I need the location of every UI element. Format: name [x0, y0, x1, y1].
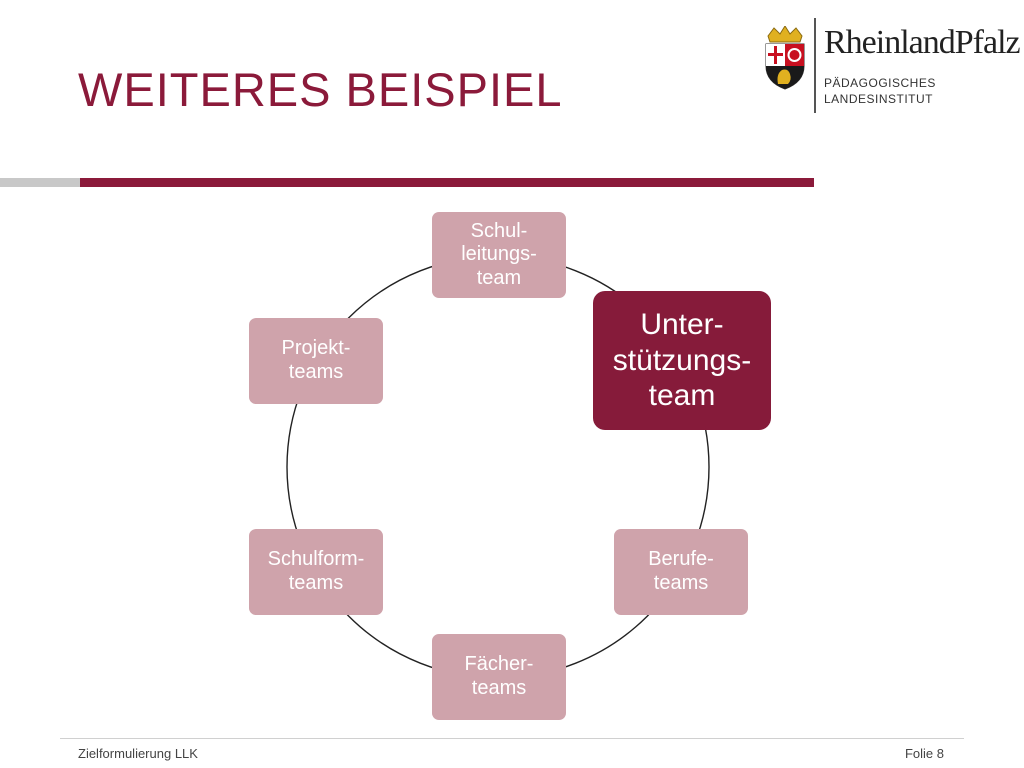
cycle-node-1: Unter- stützungs- team	[593, 291, 771, 430]
footer-title: Zielformulierung LLK	[78, 746, 198, 761]
logo: RheinlandPfalz PÄDAGOGISCHES LANDESINSTI…	[760, 18, 1021, 113]
title-underline-gray	[0, 178, 80, 187]
logo-subtitle-2: LANDESINSTITUT	[824, 92, 934, 106]
logo-subtitle-1: PÄDAGOGISCHES	[824, 76, 936, 90]
coat-of-arms-icon	[765, 26, 805, 90]
cycle-node-label: Schulform- teams	[267, 548, 365, 594]
cycle-node-label: Fächer- teams	[464, 653, 534, 699]
cycle-node-label: Unter- stützungs- team	[612, 308, 752, 413]
cycle-node-3: Fächer- teams	[432, 634, 566, 720]
cycle-node-label: Berufe- teams	[648, 548, 714, 594]
footer-divider	[60, 738, 964, 739]
cycle-node-0: Schul- leitungs- team	[432, 212, 566, 298]
cycle-node-label: Projekt- teams	[281, 337, 351, 383]
cycle-node-2: Berufe- teams	[614, 529, 748, 615]
slide-title: WEITERES BEISPIEL	[78, 63, 563, 116]
cycle-node-label: Schul- leitungs- team	[461, 219, 537, 289]
slide-number: Folie 8	[904, 746, 944, 761]
cycle-node-5: Projekt- teams	[249, 318, 383, 404]
logo-name: RheinlandPfalz	[824, 24, 1021, 61]
title-underline-accent	[80, 178, 814, 187]
cycle-node-4: Schulform- teams	[249, 529, 383, 615]
logo-divider	[814, 18, 816, 113]
